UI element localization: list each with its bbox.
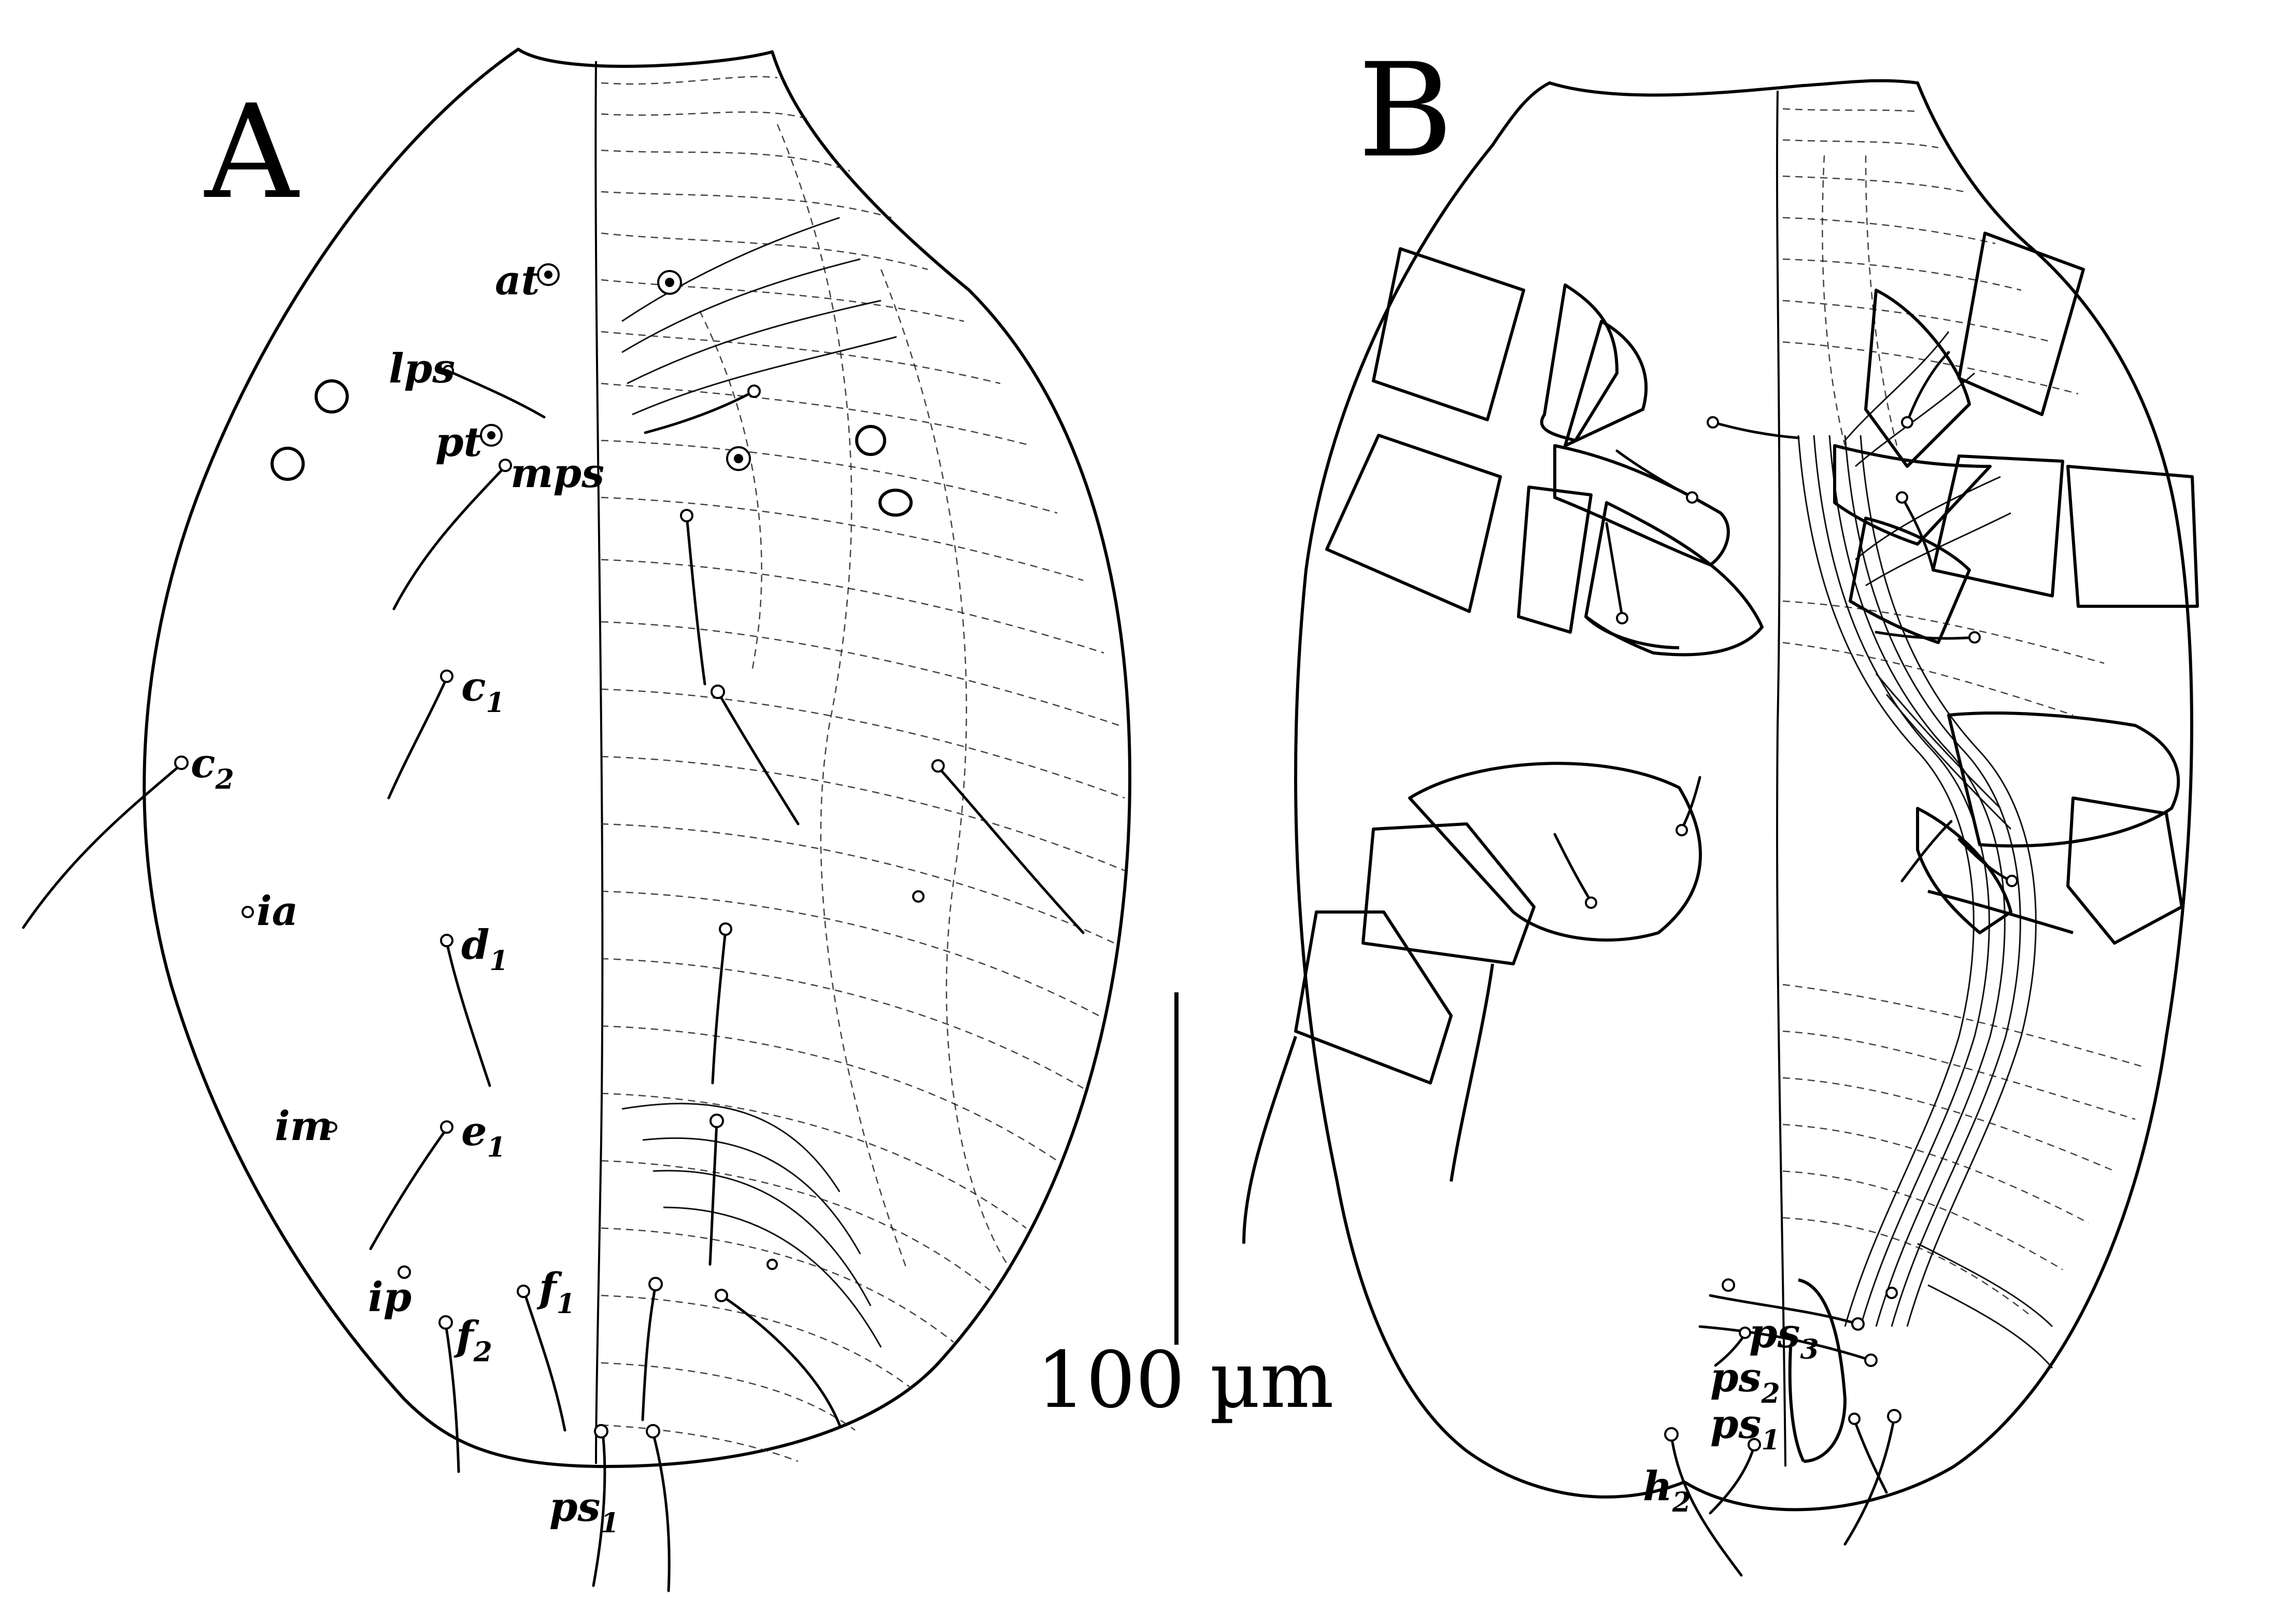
panel-b-seta-sockets — [1585, 416, 2018, 1451]
label-f2: f2 — [453, 1313, 492, 1368]
label-ps1-b: ps1 — [1710, 1401, 1780, 1456]
panel-a-cupule-im — [324, 1121, 337, 1133]
panel-a-pore-lower — [767, 1259, 778, 1270]
panel-a-pore-left-lower — [271, 447, 305, 481]
panel-a-dorsal-view: A — [22, 48, 1131, 1592]
panel-a-midline — [594, 61, 604, 1464]
panel-a-cupule-ip — [398, 1265, 411, 1279]
label-f1: f1 — [536, 1264, 575, 1320]
panel-a-trichobothrium-pt — [480, 424, 751, 471]
label-ps1-a: ps1 — [549, 1484, 619, 1539]
scale-bar-label: 100 µm — [1037, 1335, 1334, 1426]
panel-a-pore-left-upper — [315, 379, 349, 414]
label-d1: d1 — [461, 921, 508, 977]
label-ps3: ps3 — [1749, 1310, 1819, 1365]
label-lps: lps — [389, 345, 455, 392]
label-ia: ia — [257, 888, 298, 935]
panel-a-dense-striae — [621, 217, 897, 1348]
panel-a-cuticle-striation — [601, 76, 1125, 1462]
label-c1: c1 — [461, 663, 505, 719]
panel-b-legs-right — [1833, 232, 2199, 945]
panel-a-setae-left — [22, 371, 671, 1592]
panel-a-trichobothrium-at — [537, 263, 682, 295]
label-pt: pt — [435, 419, 482, 466]
label-c2: c2 — [191, 740, 234, 795]
label-mps: mps — [510, 450, 604, 497]
panel-b-cuticle-striation — [1782, 108, 2146, 1317]
label-ip: ip — [368, 1274, 411, 1321]
label-ps2: ps2 — [1710, 1354, 1780, 1409]
panel-a-seta-sockets — [174, 365, 660, 1438]
panel-b-dense-striae — [1797, 331, 2053, 1369]
panel-a-cupule-ia — [242, 906, 254, 918]
panel-b-legs-left — [1242, 247, 1764, 1244]
panel-a-setae-right — [641, 390, 1085, 1427]
panel-a-right-sockets — [648, 384, 945, 1302]
label-h2: h2 — [1643, 1463, 1691, 1518]
panel-b-body-outline — [1294, 79, 2193, 1512]
panel-b-letter: B — [1358, 35, 1453, 186]
panel-b-midline — [1776, 90, 1786, 1467]
panel-a-letter: A — [204, 77, 300, 227]
scale-bar: 100 µm — [1037, 992, 1334, 1426]
panel-a-pore-mid-right — [912, 890, 925, 903]
panel-b-setae — [1553, 351, 2012, 1577]
label-at: at — [495, 257, 540, 304]
panel-a-pore-right-upper — [855, 425, 886, 456]
panel-b-ventral-view: B — [1242, 35, 2199, 1577]
panel-a-body-outline — [143, 48, 1131, 1468]
panel-a-pore-right-lower — [878, 489, 913, 517]
label-im: im — [275, 1103, 333, 1150]
label-e1: e1 — [461, 1108, 506, 1163]
panel-b-anal-region — [1722, 1278, 1898, 1463]
